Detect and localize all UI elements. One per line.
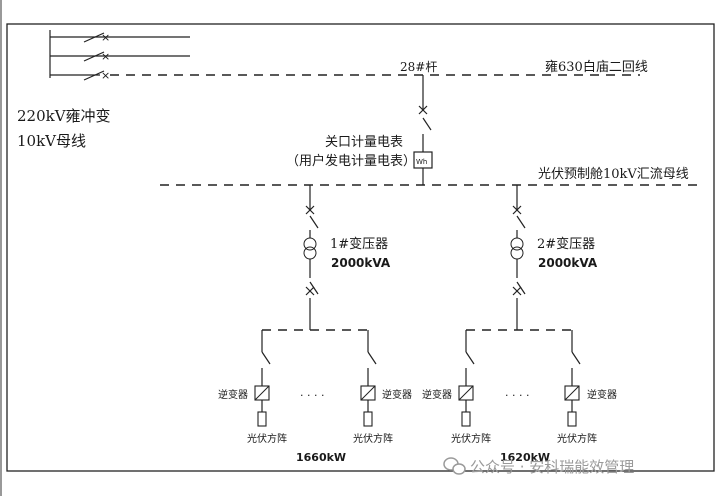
watermark-text: 公众号 · 安科瑞能效管理 <box>470 458 634 476</box>
array-label-2a: 光伏方阵 <box>451 432 491 445</box>
metering-meter-icon: Wh <box>413 151 433 169</box>
transformer-1-name: 1#变压器 <box>330 236 388 252</box>
array-unit-2b <box>564 330 581 427</box>
transformer-2-icon <box>510 237 524 251</box>
meter-symbol: Wh <box>416 158 427 166</box>
array-unit-1a <box>254 330 271 427</box>
group-2-capacity: 1620kW <box>500 451 550 464</box>
group-1-capacity: 1660kW <box>296 451 346 464</box>
substation-name: 220kV雍冲变 <box>17 107 111 125</box>
pole-drop-switch <box>418 75 432 152</box>
transformer-branch-2 <box>510 185 526 330</box>
watermark: 公众号 · 安科瑞能效管理 <box>443 457 634 476</box>
inverter-label-1b: 逆变器 <box>382 388 412 401</box>
transformer-branch-1 <box>303 185 319 330</box>
line-name: 雍630白庙二回线 <box>545 59 648 75</box>
pv-array-icon <box>363 411 373 427</box>
svg-text:×: × <box>101 31 110 44</box>
transformer-2-rating: 2000kVA <box>538 256 598 270</box>
substation-bus: 10kV母线 <box>17 132 86 150</box>
array-unit-2a <box>458 330 475 427</box>
drawing-frame <box>6 23 715 472</box>
pv-array-icon <box>567 411 577 427</box>
pv-array-icon <box>257 411 267 427</box>
transformer-1-icon <box>303 237 317 251</box>
array-label-1a: 光伏方阵 <box>247 432 287 445</box>
pole-label: 28#杆 <box>400 60 437 74</box>
pv-array-icon <box>461 411 471 427</box>
svg-text:×: × <box>101 50 110 63</box>
ellipsis-2: · · · · <box>505 389 529 402</box>
source-feeders: × × × <box>49 30 190 82</box>
array-unit-1b <box>360 330 377 427</box>
inverter-label-2b: 逆变器 <box>587 388 617 401</box>
meter-label: 关口计量电表 <box>325 135 403 150</box>
array-label-2b: 光伏方阵 <box>557 432 597 445</box>
transformer-1-rating: 2000kVA <box>331 256 391 270</box>
ellipsis-1: · · · · <box>300 389 324 402</box>
busbar-name: 光伏预制舱10kV汇流母线 <box>538 167 689 182</box>
svg-text:×: × <box>101 69 110 82</box>
transformer-2-name: 2#变压器 <box>537 236 595 252</box>
inverter-label-2a: 逆变器 <box>422 388 452 401</box>
array-label-1b: 光伏方阵 <box>353 432 393 445</box>
inverter-label-1a: 逆变器 <box>218 388 248 401</box>
meter-sublabel: （用户发电计量电表） <box>286 153 416 169</box>
